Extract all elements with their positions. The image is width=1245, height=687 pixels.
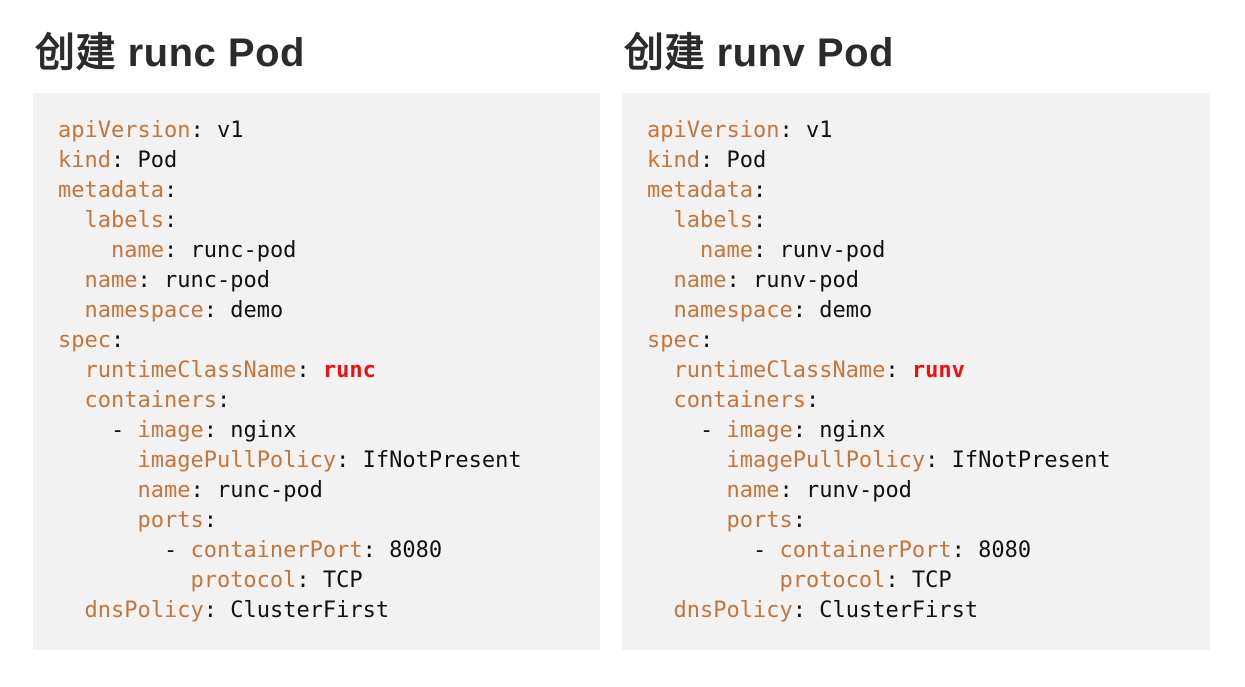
code-line: protocol: TCP [190,568,363,593]
code-line: - containerPort: 8080 [647,538,1032,563]
code-line: imagePullPolicy: IfNotPresent [137,448,522,473]
code-line: imagePullPolicy: IfNotPresent [726,448,1111,473]
code-line: kind: Pod [58,148,178,173]
code-line: - image: nginx [647,418,886,443]
code-line: dnsPolicy: ClusterFirst [84,598,390,623]
code-line: labels: [673,208,767,233]
panel-runc-title: 创建 runc Pod [35,31,305,75]
code-line: name: runc-pod [110,238,297,263]
code-line: containers: [673,388,820,413]
code-line: namespace: demo [673,298,873,323]
panel-runc-yaml-code-block: apiVersion: v1 kind: Pod metadata: labels:… [33,93,600,650]
code-line: labels: [84,208,178,233]
code-line: name: runv-pod [673,268,859,293]
code-line: kind: Pod [647,148,767,173]
code-line: dnsPolicy: ClusterFirst [673,598,979,623]
code-line: name: runv-pod [699,238,886,263]
code-line: name: runc-pod [84,268,270,293]
code-line: apiVersion: v1 [58,118,244,143]
code-line: apiVersion: v1 [647,118,833,143]
panel-runv-title: 创建 runv Pod [624,31,894,75]
code-line: containers: [84,388,231,413]
code-line: runtimeClassName: runv [673,358,965,383]
panel-runv: 创建 runv Pod apiVersion: v1 kind: Pod metad… [622,28,1210,650]
code-line: runtimeClassName: runc [84,358,376,383]
code-line: - containerPort: 8080 [58,538,443,563]
code-line: protocol: TCP [779,568,952,593]
code-line: spec: [58,328,125,353]
code-line: ports: [726,508,806,533]
code-line: namespace: demo [84,298,284,323]
code-line: spec: [647,328,714,353]
panel-runv-yaml-code-block: apiVersion: v1 kind: Pod metadata: labels:… [622,93,1210,650]
code-line: name: runc-pod [137,478,323,503]
code-line: - image: nginx [58,418,297,443]
panel-runc: 创建 runc Pod apiVersion: v1 kind: Pod metad… [33,28,600,650]
code-line: metadata: [647,178,767,203]
code-line: name: runv-pod [726,478,912,503]
code-line: metadata: [58,178,178,203]
code-line: ports: [137,508,217,533]
